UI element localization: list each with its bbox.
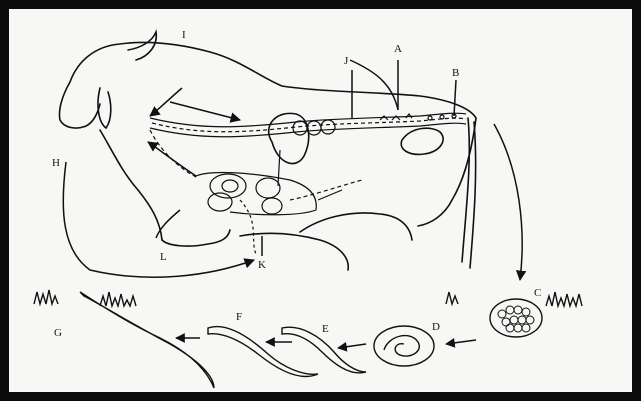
tract-descend (150, 130, 198, 178)
belly-lower (300, 213, 412, 240)
label-d: D (432, 321, 440, 333)
coil-2 (307, 121, 321, 135)
arrow-to-l (148, 142, 196, 176)
stage-g-larva (80, 292, 214, 388)
arrow-to-c (494, 124, 522, 280)
arrow-l-line (156, 210, 180, 238)
hind-gut (401, 128, 443, 154)
cycle-arrows (63, 60, 522, 280)
lump-dot-2 (440, 115, 444, 119)
coil-1 (293, 121, 307, 135)
arrow-c-to-d (446, 340, 476, 344)
lump-dot-1 (428, 116, 432, 120)
coil-3 (321, 120, 335, 134)
label-b: B (452, 67, 459, 79)
tail-side (470, 122, 476, 268)
arrow-head-to-gut (170, 102, 240, 120)
label-h: H (52, 157, 60, 169)
arrow-h-to-k (63, 162, 254, 277)
arrow-i (150, 88, 182, 116)
grass-tuft-2 (100, 292, 136, 306)
stage-f-larva (208, 327, 318, 377)
lifecycle-stages (34, 290, 582, 388)
grass-tuft-4 (546, 292, 582, 306)
stomach-4 (262, 198, 282, 214)
grass-tuft-1 (34, 290, 58, 304)
stomach-1 (210, 174, 246, 198)
cow-outline (59, 32, 476, 270)
stage-c-eggs (498, 306, 534, 332)
label-f: F (236, 311, 242, 323)
stomach-3 (256, 178, 280, 198)
hind-quarter (418, 118, 476, 226)
label-i: I (182, 29, 186, 41)
ear (98, 88, 111, 128)
tail (462, 118, 469, 262)
stage-d-larva (384, 336, 419, 357)
label-j: J (344, 55, 349, 67)
grass-tuft-3 (446, 292, 458, 304)
gut-connector (318, 190, 342, 200)
stomach-2 (208, 193, 232, 211)
stomach-1-inner (222, 180, 238, 192)
neck-underside (100, 130, 162, 240)
label-g: G (54, 327, 62, 339)
label-k: K (258, 259, 266, 271)
belly (240, 233, 348, 270)
leader-a-1 (350, 60, 398, 110)
stage-d-egg (374, 326, 434, 366)
muzzle (59, 82, 100, 128)
tract-drop (240, 200, 256, 254)
label-c: C (534, 287, 541, 299)
label-l: L (160, 251, 167, 263)
arrow-d-to-e (338, 344, 366, 348)
leader-b (454, 80, 456, 116)
front-leg (162, 230, 230, 246)
back-line (70, 42, 476, 118)
label-e: E (322, 323, 329, 335)
label-a: A (394, 43, 402, 55)
horn (128, 32, 156, 60)
